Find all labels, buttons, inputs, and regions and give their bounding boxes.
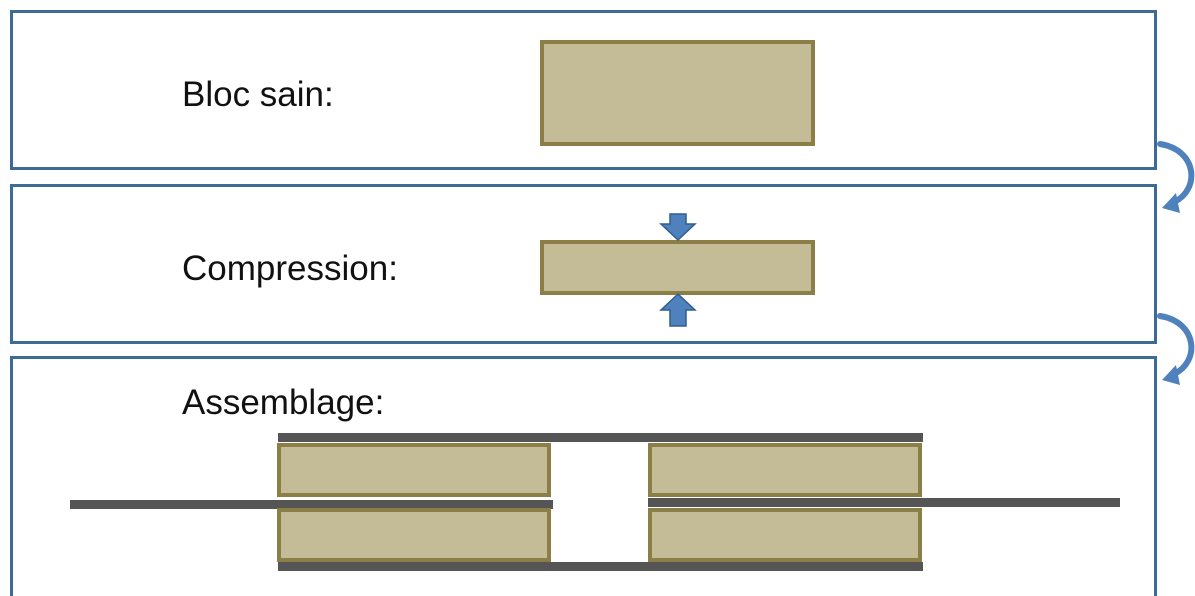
middle-plate-right [648,498,1120,507]
assembly-block-bottom-left [277,508,551,562]
step-panel-assemblage: Assemblage: [10,356,1157,596]
step-label-compression: Compression: [182,249,398,288]
compressed-block [540,240,815,295]
middle-plate-left [70,500,553,509]
curved-arrow-icon [1157,141,1195,213]
assembly-block-top-right [648,443,922,497]
step-label-bloc-sain: Bloc sain: [182,75,334,114]
curved-arrow-icon [1157,313,1195,385]
assembly-block-top-left [277,443,551,497]
bottom-plate [278,562,923,571]
assembly-block-bottom-right [648,508,922,562]
top-plate [278,433,923,442]
step-label-assemblage: Assemblage: [182,383,385,422]
healthy-block [540,40,815,146]
